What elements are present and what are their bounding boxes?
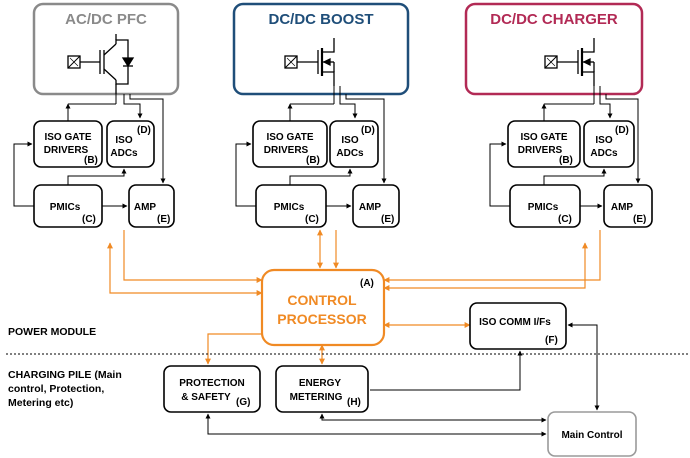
control-processor-box [260,268,386,347]
igbt-symbol-icon [80,39,135,85]
iso-adcs-box [329,120,379,168]
iso-gate-drivers-label: ISO GATE [520,132,567,143]
pfc-module-title: AC/DC PFC [65,11,147,28]
iso-gate-drivers-label: ISO GATE [44,132,91,143]
energy-metering: ENERGY METERING (H) [275,365,369,413]
boost-module-title: DC/DC BOOST [269,11,374,28]
iso-adcs-label: ISO [115,135,132,146]
processor-links [107,229,601,365]
iso-gate-drivers-label: DRIVERS [518,145,563,156]
control-processor-label: CONTROL [287,292,357,308]
energy-metering-box [275,365,369,413]
amp-box [352,184,400,228]
charging-pile-section-label: CHARGING PILE (Main [8,369,122,381]
protection-safety-box [163,365,261,413]
boost-subsystem: ISO GATE DRIVERS (B) ISO ADCs (D) PMICs … [235,86,400,228]
amp-tag: (E) [633,214,646,225]
iso-gate-drivers-label: DRIVERS [44,145,89,156]
iso-comm: ISO COMM I/Fs (F) [469,302,567,350]
charger-module-title: DC/DC CHARGER [490,11,618,28]
energy-metering-label: METERING [290,392,343,403]
iso-gate-drivers-label: DRIVERS [264,145,309,156]
module-ac-dc-pfc: AC/DC PFC [32,2,180,96]
amp-label: AMP [359,202,382,213]
gate-tag: (B) [306,155,320,166]
amp-tag: (E) [381,214,394,225]
amp-box [603,184,653,228]
iso-adcs-label: ISO [341,135,358,146]
energy-metering-label: ENERGY [299,378,342,389]
gate-tag: (B) [559,155,573,166]
module-dc-dc-boost: DC/DC BOOST [232,2,410,96]
charging-pile-section-label: Metering etc) [8,397,73,409]
mosfet-symbol-icon [557,38,595,86]
processor-tag: (A) [360,278,374,289]
iso-adcs-label: ADCs [336,148,364,159]
protection-safety: PROTECTION & SAFETY (G) [163,365,261,413]
metering-tag: (H) [347,397,361,408]
module-dc-dc-charger: DC/DC CHARGER [464,2,644,96]
adc-tag: (D) [615,125,629,136]
pmics-label: PMICs [528,202,559,213]
pmic-tag: (C) [558,214,572,225]
gate-tag: (B) [84,155,98,166]
pmics-label: PMICs [274,202,305,213]
protection-safety-label: PROTECTION [179,378,245,389]
charging-pile-section-label: control, Protection, [8,383,104,395]
bottom-links [205,322,600,437]
adc-tag: (D) [137,125,151,136]
control-processor-label: PROCESSOR [277,311,366,327]
pfc-subsystem: ISO GATE DRIVERS (B) ISO ADCs (D) PMICs … [13,94,175,228]
amp-label: AMP [134,202,157,213]
comm-tag: (F) [545,335,558,346]
pmics-label: PMICs [50,202,81,213]
adc-tag: (D) [361,125,375,136]
iso-adcs-box [106,120,155,168]
charger-module-box [464,2,644,96]
iso-gate-drivers-label: ISO GATE [266,132,313,143]
protection-safety-label: & SAFETY [181,392,231,403]
protection-tag: (G) [236,397,250,408]
amp-box [128,184,175,228]
main-control: Main Control [547,411,637,457]
pfc-module-box [32,2,180,96]
charger-subsystem: ISO GATE DRIVERS (B) ISO ADCs (D) PMICs … [489,86,653,228]
amp-tag: (E) [157,214,170,225]
iso-adcs-label: ADCs [110,148,138,159]
iso-adcs-box [583,120,635,168]
main-control-label: Main Control [561,430,622,441]
iso-adcs-label: ISO [595,135,612,146]
amp-label: AMP [611,202,634,213]
control-processor: CONTROL PROCESSOR (A) [260,268,386,347]
iso-comm-label: ISO COMM I/Fs [479,317,551,328]
iso-adcs-label: ADCs [590,148,618,159]
iso-comm-box [469,302,567,350]
pmic-tag: (C) [82,214,96,225]
power-module-section-label: POWER MODULE [8,326,96,338]
mosfet-symbol-icon [297,38,335,86]
main-control-box [547,411,637,457]
pmic-tag: (C) [305,214,319,225]
